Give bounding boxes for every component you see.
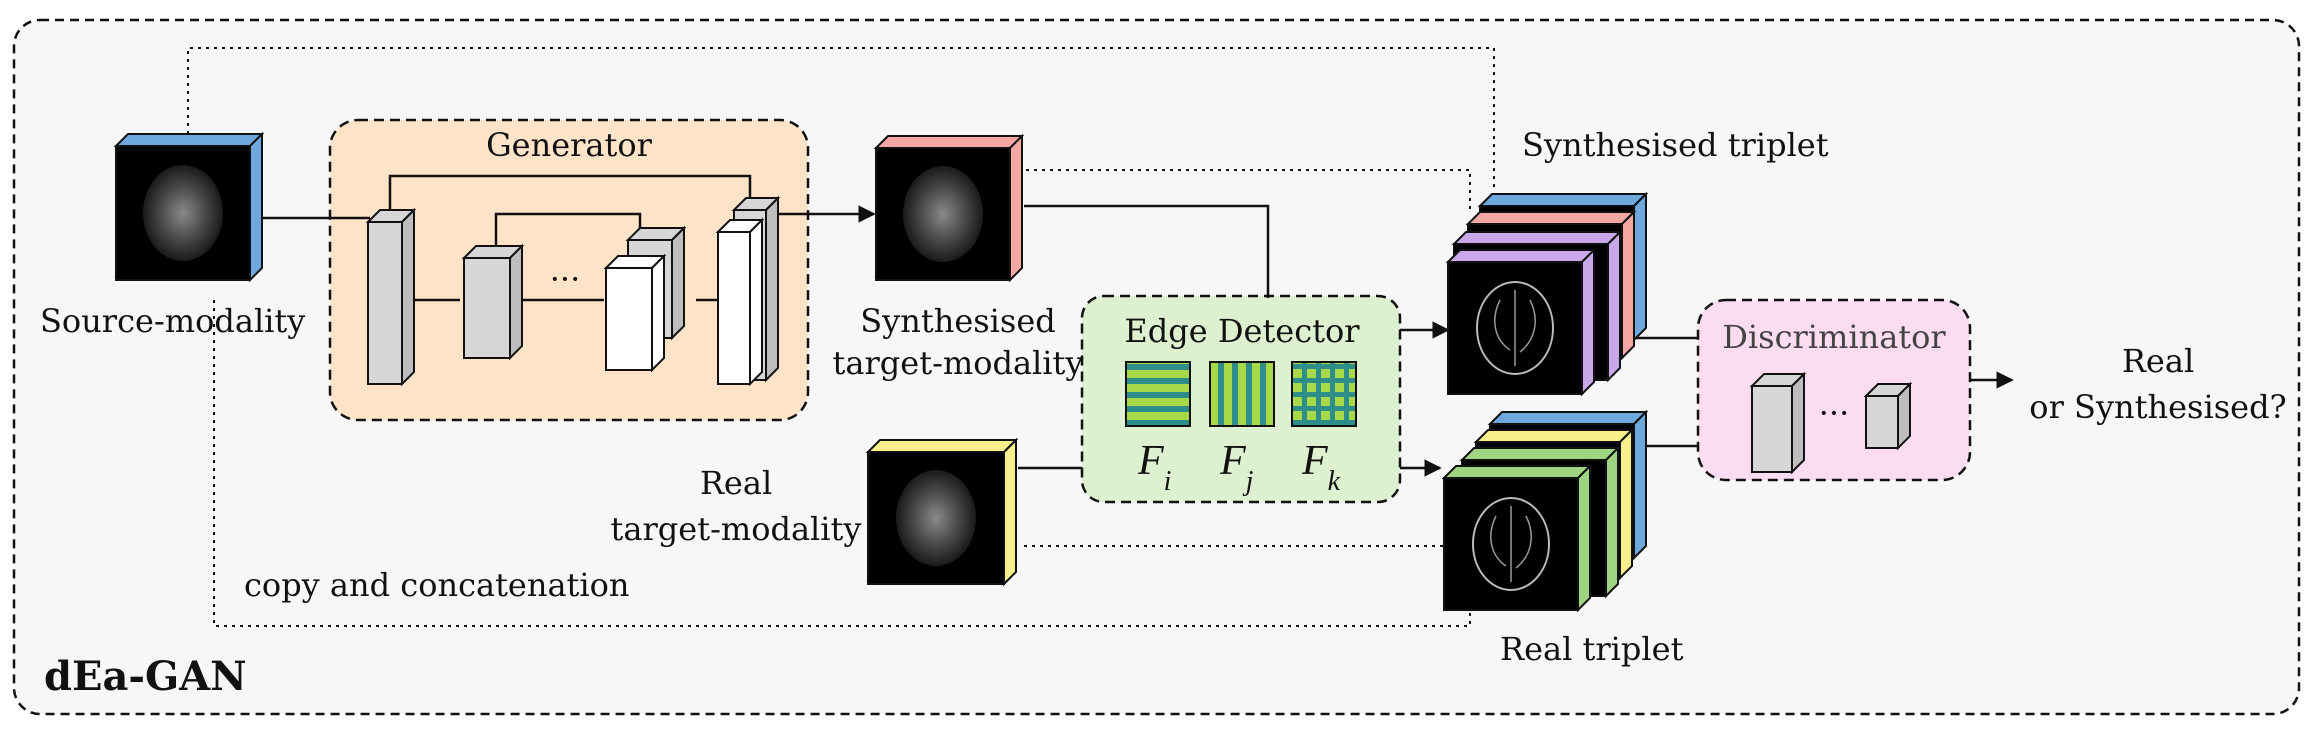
real-target-image (865, 437, 1019, 587)
output-label-line1: Real (2122, 342, 2194, 380)
synthesised-target-label-line2: target-modality (833, 344, 1084, 382)
synthesised-target-label-line1: Synthesised (860, 302, 1056, 340)
edge-filter-k (1291, 361, 1357, 427)
copy-concatenation-label: copy and concatenation (244, 566, 630, 604)
filter-i-label: Fi (1137, 438, 1171, 497)
edge-detector-label: Edge Detector (1124, 312, 1360, 350)
source-modality-image (113, 131, 265, 283)
synthesised-target-image (873, 133, 1025, 283)
framework-label: dEa-GAN (44, 653, 247, 700)
dotted-paths (187, 47, 1495, 627)
generator-ellipsis: ··· (550, 260, 581, 298)
discriminator-label: Discriminator (1722, 318, 1946, 356)
source-modality-label: Source-modality (40, 302, 305, 340)
real-triplet-stack (1441, 409, 1649, 613)
edge-filter-i (1125, 361, 1191, 427)
solid-paths (260, 174, 2014, 477)
generator-box (328, 118, 810, 422)
edge-filter-j (1209, 361, 1275, 427)
real-target-label-line1: Real (700, 464, 772, 502)
synthesised-triplet-stack (1445, 191, 1649, 397)
generator-label: Generator (486, 126, 653, 164)
output-label-line2: or Synthesised? (2029, 388, 2286, 426)
real-triplet-label: Real triplet (1500, 630, 1684, 668)
synthesised-triplet-label: Synthesised triplet (1522, 126, 1829, 164)
real-target-label-line2: target-modality (611, 510, 862, 548)
discriminator-blocks (1749, 371, 1913, 475)
filter-j-label: Fj (1219, 438, 1254, 497)
filter-k-label: Fk (1301, 438, 1341, 497)
generator-blocks (365, 195, 781, 387)
discriminator-ellipsis: ··· (1819, 394, 1850, 432)
